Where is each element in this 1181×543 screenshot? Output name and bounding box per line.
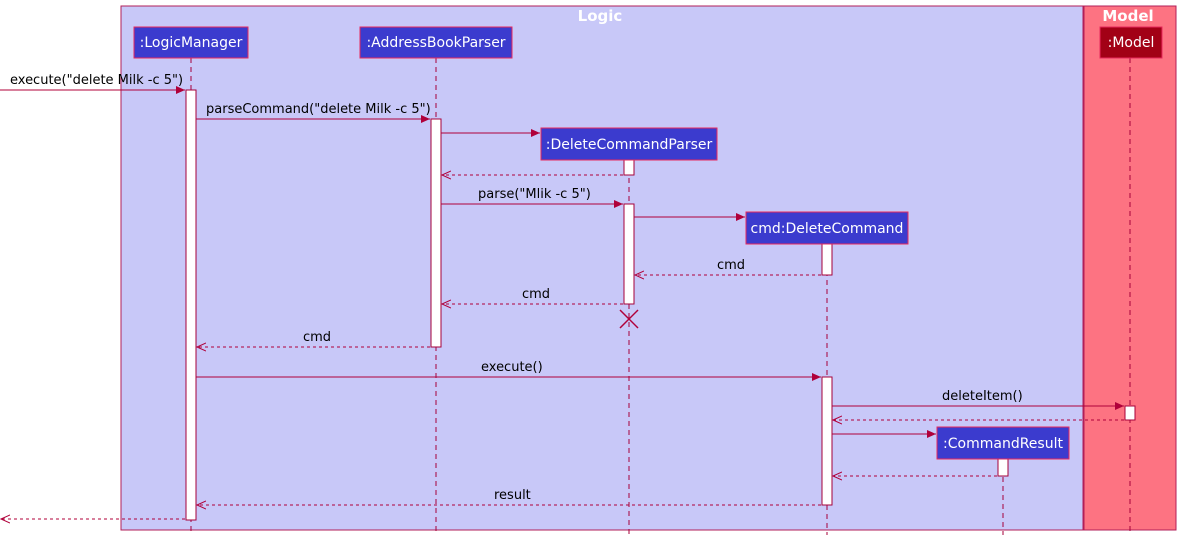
participant-command-result-box xyxy=(936,426,1070,460)
message-label-execute-command: execute() xyxy=(481,360,543,375)
message-label-parse: parse("Mlik -c 5") xyxy=(478,187,591,202)
message-label-execute: execute("delete Milk -c 5") xyxy=(10,73,183,88)
activation-command-result xyxy=(997,458,1009,477)
message-label-cmd-2: cmd xyxy=(522,287,550,302)
activation-logic-manager xyxy=(185,89,197,521)
participant-address-book-parser: :AddressBookParser xyxy=(366,35,505,51)
participant-model-box xyxy=(1099,26,1163,59)
activation-delete-parser-parse xyxy=(623,203,635,305)
activation-delete-command-create xyxy=(821,243,833,276)
logic-frame-title: Logic xyxy=(578,7,623,25)
activation-parser xyxy=(430,118,442,348)
participant-delete-command-box xyxy=(745,211,909,245)
message-label-cmd-1: cmd xyxy=(717,258,745,273)
destroy-marker-icon xyxy=(619,309,639,329)
participant-logic-manager-box xyxy=(133,26,249,59)
model-frame-title: Model xyxy=(1102,7,1153,25)
participant-delete-command: cmd:DeleteCommand xyxy=(751,221,904,237)
participant-delete-command-parser: :DeleteCommandParser xyxy=(546,137,713,153)
message-label-cmd-3: cmd xyxy=(303,330,331,345)
activation-model xyxy=(1124,405,1136,421)
message-label-result: result xyxy=(494,488,531,503)
participant-address-book-parser-box xyxy=(359,26,513,59)
participant-command-result: :CommandResult xyxy=(943,436,1063,452)
message-label-delete-item: deleteItem() xyxy=(942,389,1023,404)
participant-model: :Model xyxy=(1108,35,1155,51)
logic-frame xyxy=(120,5,1084,531)
participant-logic-manager: :LogicManager xyxy=(140,35,243,51)
message-label-parse-command: parseCommand("delete Milk -c 5") xyxy=(206,102,431,117)
activation-delete-command-execute xyxy=(821,376,833,506)
activation-delete-parser-create xyxy=(623,159,635,176)
participant-delete-command-parser-box xyxy=(540,127,718,161)
